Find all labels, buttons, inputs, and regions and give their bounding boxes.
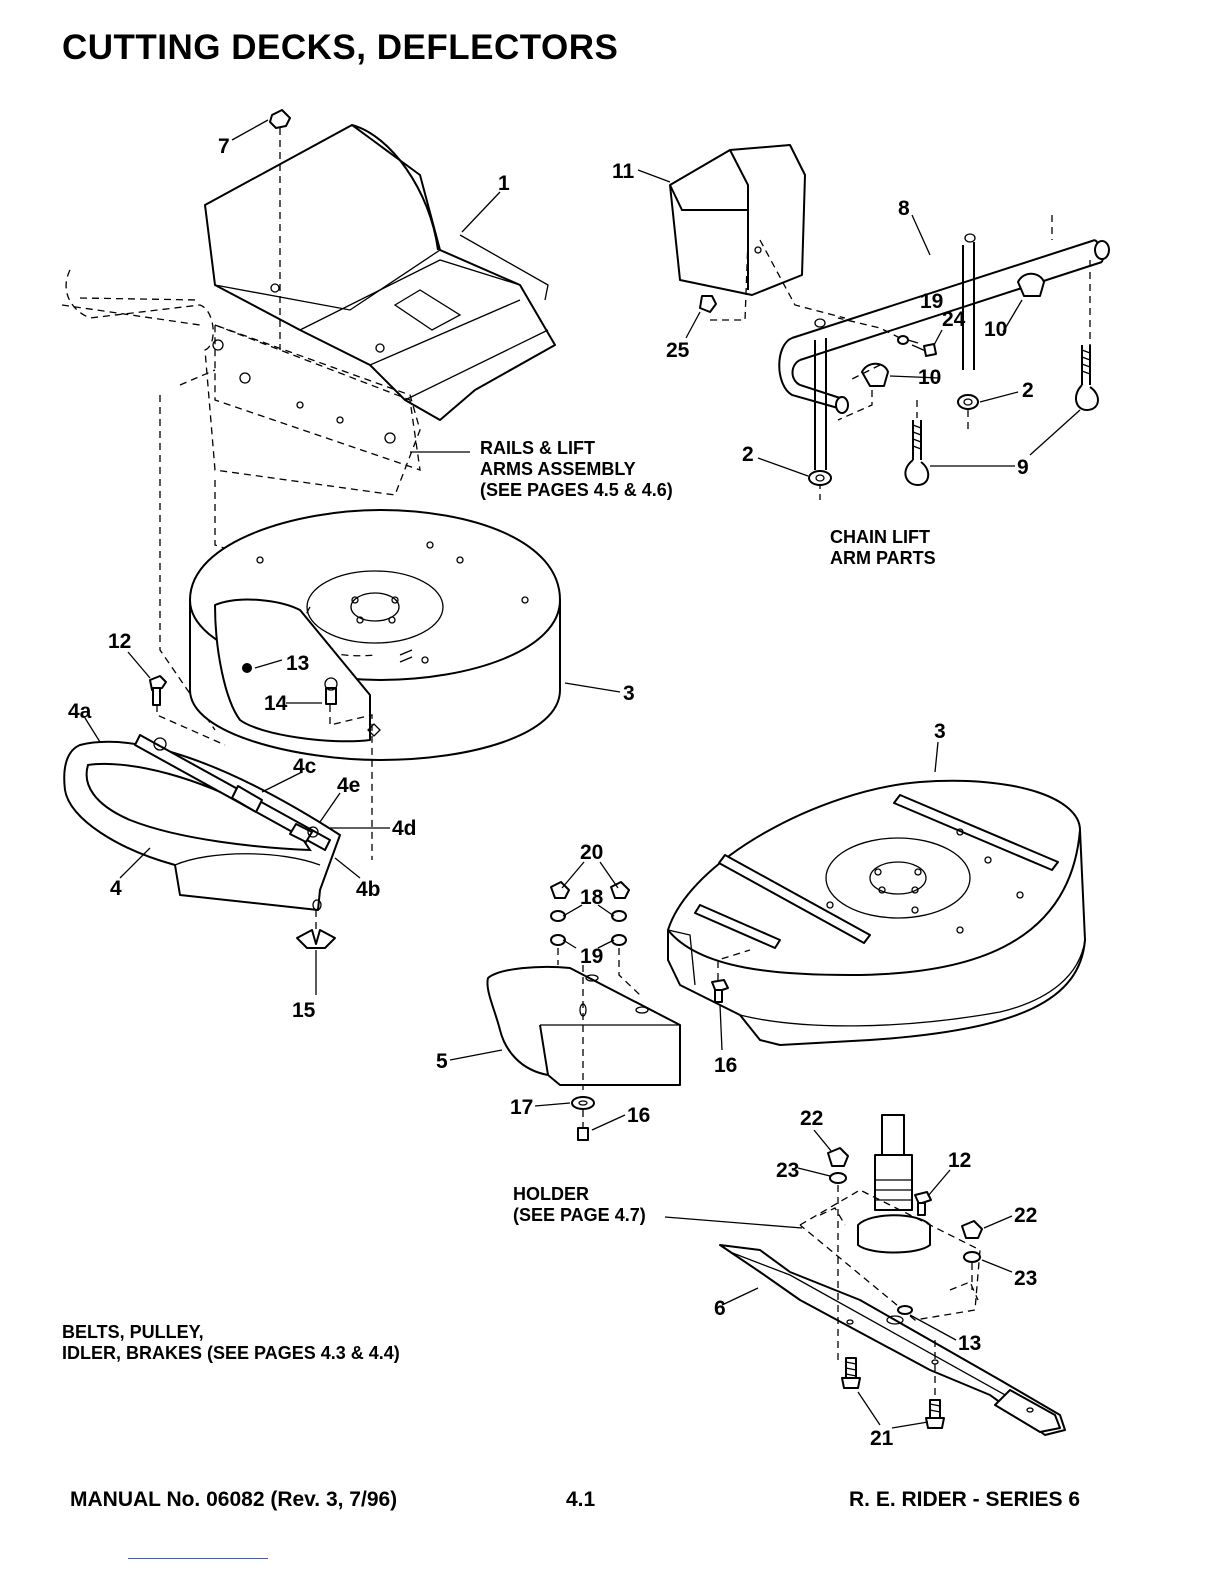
- callout-23-right: 23: [1014, 1267, 1037, 1290]
- deck-large-3: [667, 779, 1086, 1046]
- bolt-12-right: [914, 1191, 932, 1216]
- callout-20: 20: [580, 841, 603, 864]
- note-belts-pulley: BELTS, PULLEY, IDLER, BRAKES (SEE PAGES …: [62, 1322, 400, 1363]
- callout-22-top: 22: [800, 1107, 823, 1130]
- callout-16-chute: 16: [627, 1104, 650, 1127]
- deflector-4: [63, 734, 341, 911]
- callout-2-right: 2: [1022, 379, 1034, 402]
- callout-4b: 4b: [356, 878, 381, 901]
- clip-10-upper: [1017, 272, 1045, 297]
- callout-17: 17: [510, 1096, 533, 1119]
- callout-8: 8: [898, 197, 910, 220]
- callout-11: 11: [612, 160, 635, 183]
- callout-13-right: 13: [958, 1332, 981, 1355]
- page-title: CUTTING DECKS, DEFLECTORS: [62, 28, 619, 67]
- footer-manual-number: MANUAL No. 06082 (Rev. 3, 7/96): [70, 1488, 398, 1511]
- note-rails-lift-arms: RAILS & LIFT ARMS ASSEMBLY (SEE PAGES 4.…: [480, 438, 673, 500]
- callout-4: 4: [110, 877, 122, 900]
- deck-round-3: [189, 509, 561, 761]
- scan-edge-line: [128, 1558, 268, 1559]
- callout-1: 1: [498, 172, 510, 195]
- callout-4c: 4c: [293, 755, 317, 778]
- callout-18: 18: [580, 886, 604, 909]
- hardware-stack-18-19-20: [550, 881, 641, 1090]
- footer-page-number: 4.1: [566, 1488, 596, 1511]
- eyebolt-9-right: [1075, 345, 1099, 412]
- washer-2-right: [957, 394, 979, 410]
- callout-19-mid: 19: [580, 945, 603, 968]
- washer-23-top: [829, 1172, 847, 1184]
- leader-lines: [84, 119, 1081, 1429]
- callout-4d: 4d: [392, 817, 417, 840]
- nut-22-right: [961, 1220, 983, 1239]
- deflector-5: [486, 965, 681, 1086]
- callout-2-left: 2: [742, 443, 754, 466]
- callout-numbers: 7 1 11 8 25 19 24 10 10 2 2 9 13 14 3 12…: [68, 135, 1037, 1450]
- callout-4e: 4e: [337, 774, 360, 797]
- bolt-16-deck: [711, 949, 751, 1003]
- callout-3-left: 3: [623, 682, 635, 705]
- blade-6: [719, 1244, 1066, 1436]
- washer-23-right: [963, 1251, 981, 1263]
- callout-13-left: 13: [286, 652, 309, 675]
- callout-21: 21: [870, 1427, 894, 1450]
- bolt-24: [911, 343, 937, 357]
- cover-11: [669, 144, 806, 296]
- bolts-21: [841, 1340, 945, 1429]
- footer-model: R. E. RIDER - SERIES 6: [849, 1488, 1081, 1511]
- callout-19-top: 19: [920, 290, 943, 313]
- callout-14: 14: [264, 692, 288, 715]
- callout-10-upper: 10: [984, 318, 1007, 341]
- holder-spindle: [799, 1114, 981, 1321]
- lift-arm-8: [778, 215, 1110, 500]
- nut-25: [699, 295, 717, 313]
- note-chain-lift-arm-parts: CHAIN LIFT ARM PARTS: [830, 527, 936, 568]
- callout-10-lower: 10: [918, 366, 941, 389]
- callout-6: 6: [714, 1297, 726, 1320]
- callout-7: 7: [218, 135, 230, 158]
- wingnut-15: [296, 910, 336, 949]
- callout-24: 24: [942, 308, 966, 331]
- eyebolt-9-left: [904, 400, 930, 487]
- callout-15: 15: [292, 999, 316, 1022]
- callout-9: 9: [1017, 456, 1029, 479]
- callout-22-right: 22: [1014, 1204, 1037, 1227]
- callout-3-right: 3: [934, 720, 946, 743]
- deflector-1: [204, 124, 556, 421]
- note-holder: HOLDER (SEE PAGE 4.7): [513, 1184, 646, 1225]
- washer-17: [571, 1096, 595, 1110]
- washer-2-left: [808, 470, 832, 486]
- callout-5: 5: [436, 1050, 448, 1073]
- bolt-12-left: [149, 675, 226, 746]
- callout-25: 25: [666, 339, 690, 362]
- rails-lift-arms: [61, 269, 421, 496]
- washer-13-right: [897, 1305, 913, 1315]
- callout-4a: 4a: [68, 700, 92, 723]
- bolt-16-chute: [577, 1110, 589, 1141]
- bolt-14: [324, 677, 338, 705]
- callout-12-right: 12: [948, 1149, 971, 1172]
- callout-12-left: 12: [108, 630, 131, 653]
- clip-10-lower: [861, 362, 889, 387]
- callout-16-deck: 16: [714, 1054, 737, 1077]
- bolt-7: [269, 109, 291, 350]
- nut-22-top: [827, 1147, 849, 1167]
- callout-23-top: 23: [776, 1159, 799, 1182]
